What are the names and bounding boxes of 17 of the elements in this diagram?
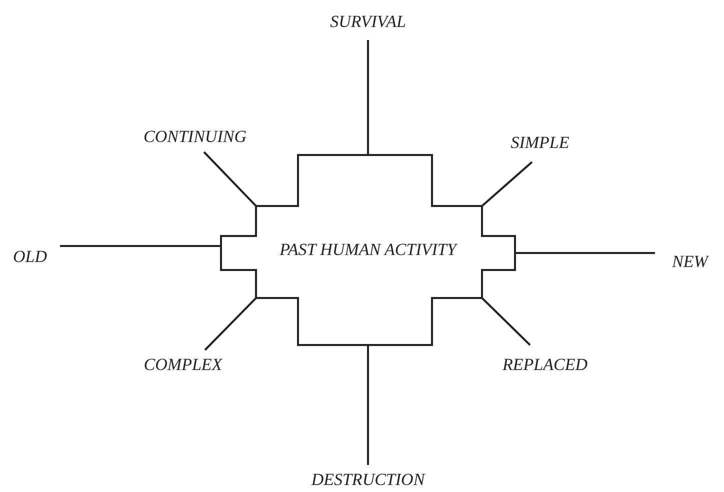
term-label: COMPLEX bbox=[144, 355, 222, 375]
term-label: DESTRUCTION bbox=[311, 470, 425, 490]
node-label: PAST HUMAN ACTIVITY bbox=[280, 240, 456, 260]
connector-line bbox=[60, 245, 220, 247]
connector-line bbox=[203, 151, 257, 207]
connector-line bbox=[516, 252, 655, 254]
connector-line bbox=[367, 346, 369, 465]
connector-line bbox=[204, 297, 257, 351]
term-label: SURVIVAL bbox=[330, 12, 406, 32]
connector-line bbox=[481, 161, 533, 207]
term-label: SIMPLE bbox=[510, 133, 570, 153]
term-label: NEW bbox=[672, 252, 708, 272]
term-label: REPLACED bbox=[502, 355, 588, 375]
term-label: CONTINUING bbox=[144, 127, 246, 147]
term-label: OLD bbox=[13, 247, 47, 267]
connector-line bbox=[481, 297, 531, 346]
connector-line bbox=[367, 40, 369, 154]
